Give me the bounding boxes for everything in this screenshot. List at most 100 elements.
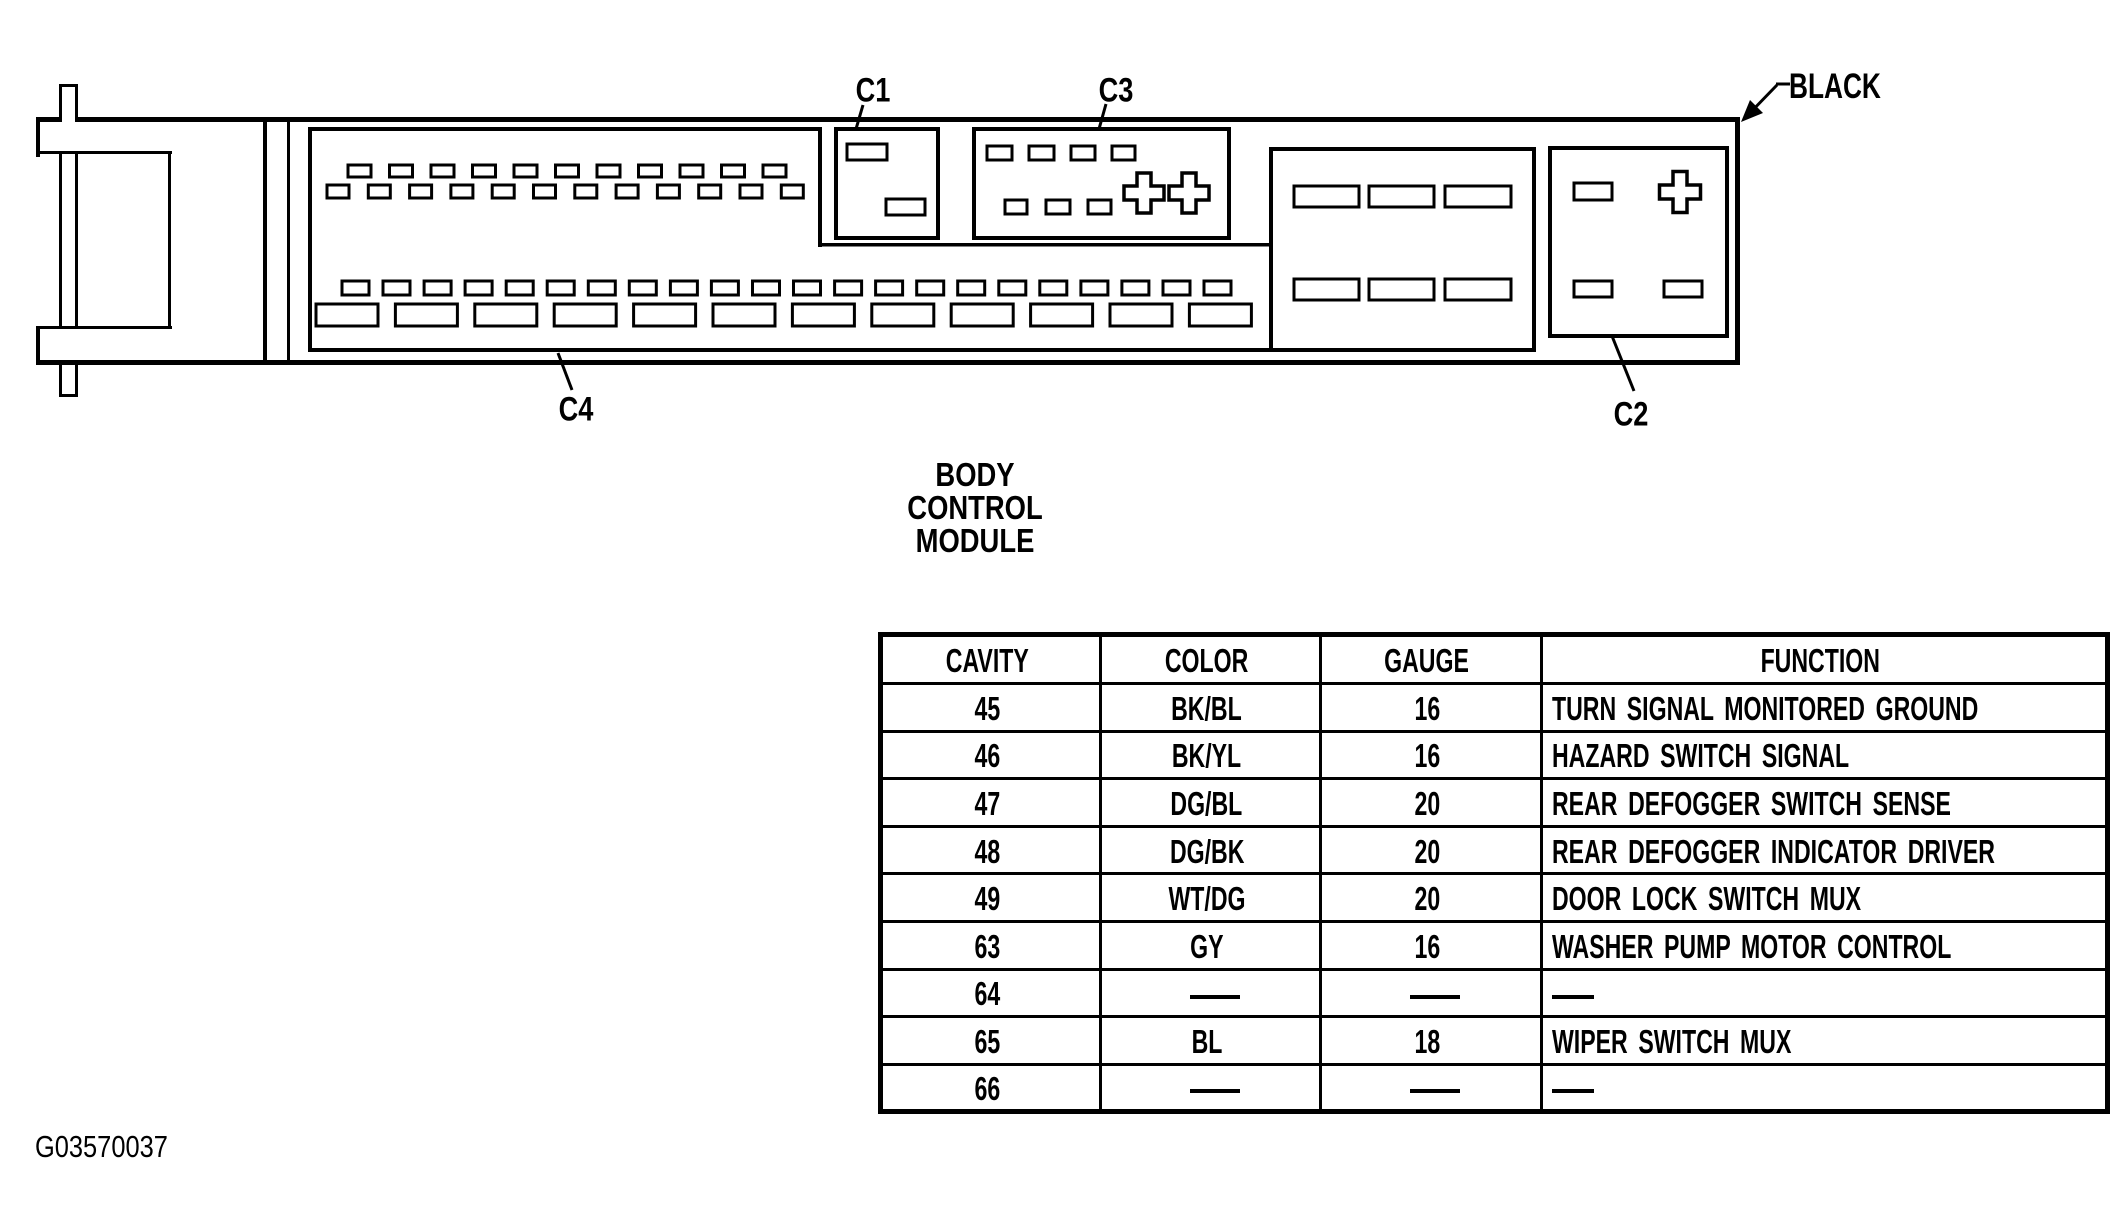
cell-text: 16: [1414, 689, 1440, 727]
pin-cavity: [388, 163, 414, 179]
pin-cavity: [463, 279, 494, 297]
pin-cavity: [1161, 279, 1192, 297]
diagram-line: [59, 364, 62, 397]
column-header-cavity: CAVITY: [878, 633, 1103, 685]
diagram-line: [168, 151, 171, 329]
pin-cavity: [709, 279, 740, 297]
dash: [1190, 1089, 1241, 1094]
pin-cavity: [870, 302, 936, 328]
cell-color: BK/YL: [1099, 729, 1323, 781]
pin-cavity: [422, 279, 453, 297]
pin-cavity: [1120, 279, 1151, 297]
cell-function: REAR DEFOGGER SWITCH SENSE: [1539, 777, 2110, 828]
diagram-line: [1735, 117, 1740, 365]
cell-text: 45: [974, 689, 1000, 727]
diagram-line: [38, 360, 1740, 365]
cell-text: 48: [974, 832, 1000, 870]
pin-cavity: [833, 279, 864, 297]
cell-gauge: [1319, 1062, 1543, 1114]
cell-cavity: 48: [878, 824, 1103, 876]
cell-color: GY: [1099, 919, 1323, 971]
dash: [1410, 1089, 1461, 1094]
pin-cavity: [408, 183, 434, 200]
cell-color: BK/BL: [1099, 682, 1323, 733]
cell-text: WT/DG: [1168, 880, 1246, 918]
diagram-line: [38, 117, 1740, 122]
pin-cavity: [314, 302, 380, 328]
pin-cavity: [1187, 302, 1253, 328]
cell-text: 46: [974, 737, 1000, 775]
pin-cavity: [1443, 184, 1513, 209]
cell-cavity: 63: [878, 919, 1103, 971]
cell-gauge: 20: [1319, 824, 1543, 876]
wire-color-label: BLACK: [1789, 67, 1881, 106]
cell-gauge: 20: [1319, 777, 1543, 828]
pin-cavity: [1292, 277, 1361, 302]
connector-label-c3: C3: [1098, 71, 1134, 110]
cross-keyway-pin: [1122, 171, 1166, 215]
leader-line: [1097, 103, 1108, 130]
pin-cavity: [429, 163, 456, 179]
pin-cavity: [614, 183, 640, 200]
pin-cavity: [1572, 279, 1614, 299]
cell-text: 66: [974, 1070, 1000, 1108]
diagram-line: [36, 117, 40, 157]
pin-cavity: [346, 163, 373, 179]
diagram-line: [38, 326, 172, 329]
cell-text: DG/BK: [1169, 832, 1244, 870]
pin-cavity: [884, 197, 927, 217]
column-header-text: FUNCTION: [1760, 642, 1880, 679]
dash: [1551, 994, 1594, 999]
cell-cavity: 45: [878, 682, 1103, 733]
cell-text: 64: [974, 975, 1000, 1013]
figure-id: G03570037: [35, 1129, 168, 1164]
leader-line: [1610, 335, 1636, 392]
cell-color: BL: [1099, 1015, 1323, 1066]
cell-text: 16: [1414, 927, 1440, 965]
pin-cavity: [1079, 279, 1110, 297]
cell-function: [1539, 967, 2110, 1019]
cell-color: [1099, 967, 1323, 1019]
pin-cavity: [1038, 279, 1069, 297]
pin-cavity: [751, 279, 781, 297]
diagram-line: [75, 84, 78, 121]
dash: [1551, 1089, 1594, 1094]
cell-text: WASHER PUMP MOTOR CONTROL: [1551, 927, 1951, 965]
cell-text: TURN SIGNAL MONITORED GROUND: [1551, 689, 1978, 727]
diagram-line: [59, 154, 62, 327]
cell-function: WIPER SWITCH MUX: [1539, 1015, 2110, 1066]
pin-cavity: [573, 183, 599, 200]
cell-text: REAR DEFOGGER SWITCH SENSE: [1551, 784, 1951, 822]
cell-text: BK/BL: [1171, 689, 1243, 727]
pin-cavity: [1662, 279, 1704, 299]
pin-cavity: [779, 183, 805, 200]
connector-box-mid: [1269, 147, 1536, 352]
leader-line: [854, 104, 865, 130]
cell-text: 47: [974, 784, 1000, 822]
pin-cavity: [532, 183, 557, 200]
cell-function: HAZARD SWITCH SIGNAL: [1539, 729, 2110, 781]
diagram-line: [287, 117, 290, 365]
pin-cavity: [711, 302, 777, 328]
column-header-text: COLOR: [1165, 642, 1249, 679]
pin-cavity: [1086, 198, 1113, 216]
diagram-line: [38, 151, 172, 154]
column-header-color: COLOR: [1099, 633, 1323, 685]
pin-cavity: [471, 163, 497, 179]
pin-cavity: [545, 279, 576, 297]
pin-cavity: [1367, 277, 1436, 302]
diagram-line: [308, 127, 312, 352]
cell-cavity: 49: [878, 872, 1103, 923]
pin-cavity: [761, 163, 788, 179]
pin-cavity: [874, 279, 905, 297]
table-row-cavity-66: 66: [878, 1062, 2110, 1114]
pin-cavity: [512, 163, 539, 179]
cell-color: DG/BK: [1099, 824, 1323, 876]
column-header-text: GAUGE: [1384, 642, 1470, 679]
pin-cavity: [697, 183, 723, 200]
